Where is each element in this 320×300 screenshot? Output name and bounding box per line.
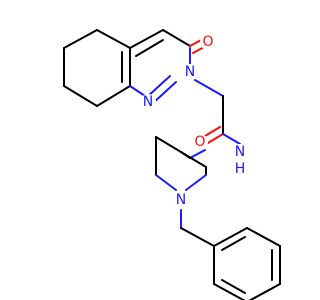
atom-label-h-amide: H xyxy=(235,161,246,177)
atom-label-n-piperidine: N xyxy=(173,192,189,208)
svg-text:O: O xyxy=(202,34,213,50)
atom-label-o-ring: O xyxy=(200,34,216,50)
acetamide-linker xyxy=(194,79,241,145)
molecule-structure: O N N O N H N xyxy=(63,29,281,300)
atom-label-n1: N xyxy=(140,94,156,110)
svg-text:O: O xyxy=(194,134,205,150)
atom-label-n-amide: N xyxy=(232,144,248,160)
cyclohexane-ring xyxy=(63,29,131,107)
piperidine-ring xyxy=(155,136,207,191)
svg-text:H: H xyxy=(235,161,246,177)
atom-label-n2: N xyxy=(182,64,198,80)
benzyl-methylene xyxy=(180,209,215,247)
cinnolinone-ring xyxy=(96,29,191,107)
svg-text:N: N xyxy=(143,94,153,110)
svg-text:N: N xyxy=(235,144,245,160)
svg-text:N: N xyxy=(176,192,186,208)
benzene-ring xyxy=(213,227,281,300)
svg-text:N: N xyxy=(185,64,195,80)
atom-label-o-amide: O xyxy=(192,134,208,150)
